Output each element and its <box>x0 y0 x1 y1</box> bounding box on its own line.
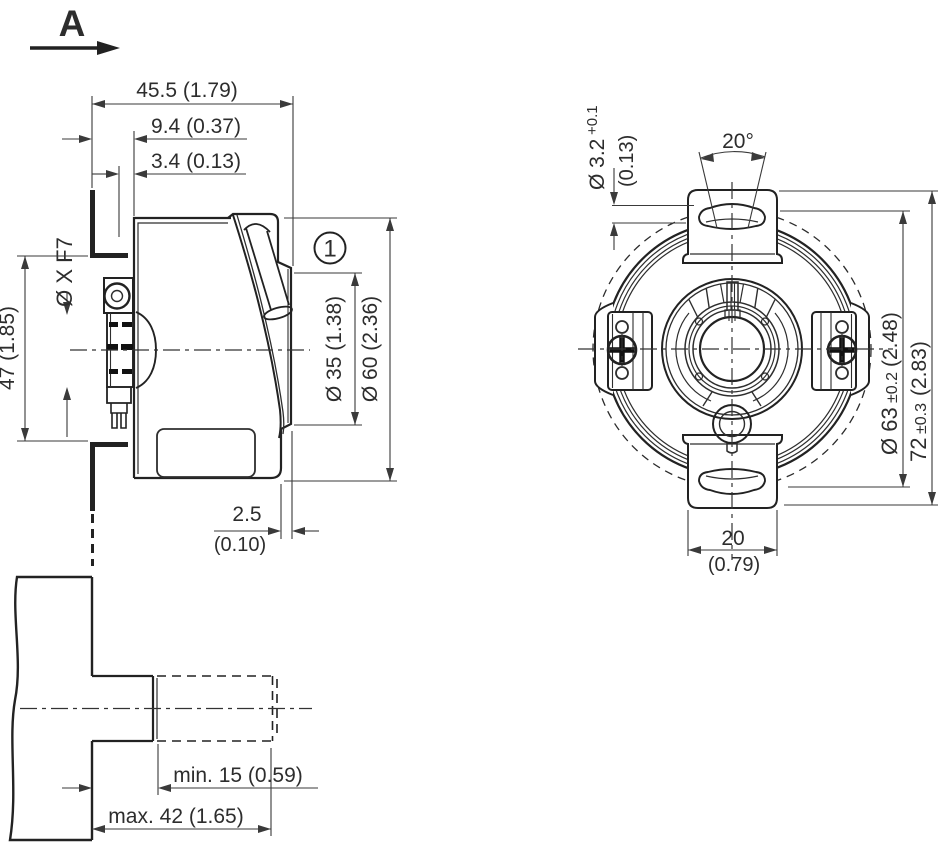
dim-3-4: 3.4 (0.13) <box>151 150 241 173</box>
view-direction-indicator: A <box>30 3 120 55</box>
dim-72-inch: (2.83) <box>908 341 931 396</box>
bottom-slot <box>698 468 766 495</box>
dim-shaft-bore: Ø X F7 <box>52 237 77 307</box>
dim-2-5-mm: 2.5 <box>232 503 261 526</box>
left-hole-bottom <box>615 366 629 380</box>
dim-63-inch: (2.48) <box>879 312 902 367</box>
inner-assembly <box>661 278 803 454</box>
view-arrow-icon <box>97 41 120 55</box>
dim-47: 47 (1.85) <box>0 306 19 390</box>
top-slot <box>698 203 766 230</box>
view-label: A <box>59 3 86 44</box>
dim-72-tol: ±0.3 <box>913 403 930 434</box>
dim-20-mm: 20 <box>721 527 744 550</box>
dim-63-tol: ±0.2 <box>884 372 901 403</box>
dim-72-mm: 72 <box>906 438 931 462</box>
angle-20-dimension: 20° <box>698 130 767 229</box>
dim-2-5-inch: (0.10) <box>214 534 266 556</box>
callout-1: 1 <box>323 236 336 263</box>
encoder-body-side <box>132 212 293 480</box>
dim-9-4: 9.4 (0.37) <box>151 115 241 138</box>
left-hole-top <box>615 320 629 334</box>
dim-hole-inch: (0.13) <box>616 135 638 187</box>
dim-60: Ø 60 (2.36) <box>359 296 382 402</box>
clamp-slits <box>107 322 133 374</box>
right-screw-plate <box>811 311 858 391</box>
front-view: 20° Ø 3.2 +0.1 (0.13) Ø 63 ±0.2 (2.48) <box>578 105 938 576</box>
dim-max-42: max. 42 (1.65) <box>108 805 243 828</box>
motor-block <box>8 575 312 842</box>
dim-35: Ø 35 (1.38) <box>323 296 346 402</box>
side-view-dimensions: 45.5 (1.79) 9.4 (0.37) 3.4 (0.13) Ø X F7 <box>0 79 397 836</box>
clamp-screw-side <box>103 282 131 310</box>
dim-20deg: 20° <box>722 130 754 153</box>
dim-20-inch: (0.79) <box>708 554 760 576</box>
dim-min-15: min. 15 (0.59) <box>173 764 303 787</box>
dim-hole-tol: +0.1 <box>584 105 601 135</box>
shaft-clamp-assembly <box>103 277 157 429</box>
dim-45-5: 45.5 (1.79) <box>136 79 238 102</box>
right-hole-top <box>835 320 849 334</box>
dim-hole-mm: Ø 3.2 <box>586 139 609 190</box>
spring-plate <box>90 190 128 566</box>
left-screw-plate <box>606 311 653 391</box>
side-view: 45.5 (1.79) 9.4 (0.37) 3.4 (0.13) Ø X F7 <box>0 79 397 842</box>
dim-63-mm: Ø 63 <box>877 407 902 455</box>
callout-circle <box>313 231 347 265</box>
right-hole-bottom <box>835 366 849 380</box>
front-view-dimensions: Ø 3.2 +0.1 (0.13) Ø 63 ±0.2 (2.48) 72 ±0… <box>584 105 938 576</box>
